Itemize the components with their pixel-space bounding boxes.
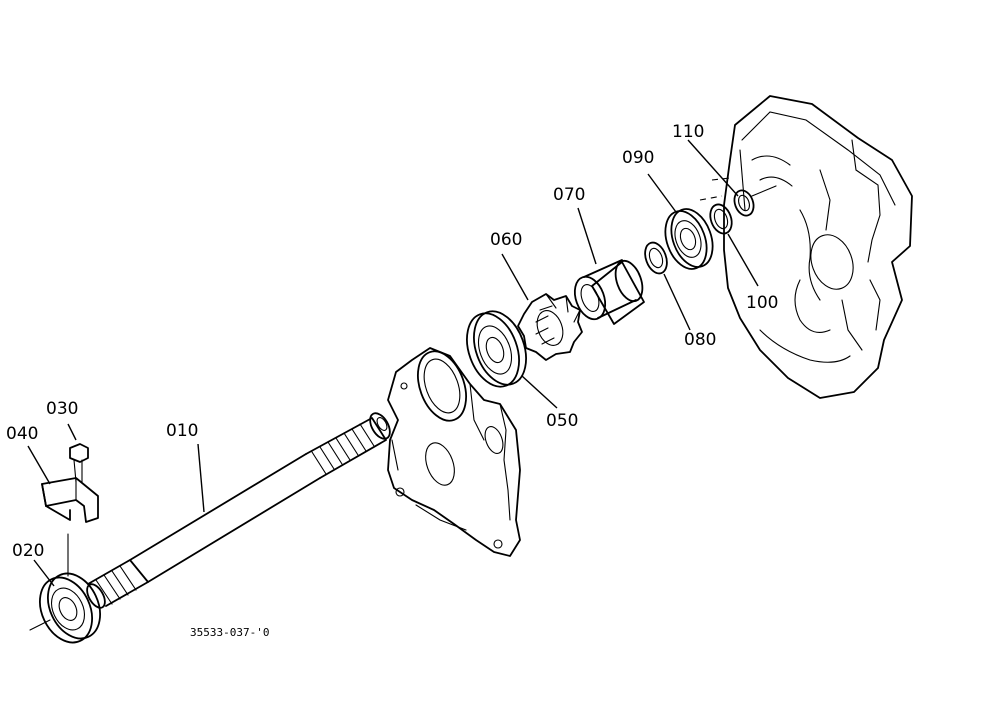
- label-110: 110: [672, 122, 704, 142]
- collar-070: [573, 259, 645, 325]
- ball-bearing-090: [664, 208, 714, 270]
- ball-bearing-020: [29, 572, 101, 644]
- label-010: 010: [166, 421, 198, 441]
- label-050: 050: [546, 411, 578, 431]
- bolt-030: [69, 443, 89, 483]
- label-060: 060: [490, 230, 522, 250]
- label-020: 020: [12, 541, 44, 561]
- label-090: 090: [622, 148, 654, 168]
- label-030: 030: [46, 399, 78, 419]
- rear-transmission-case: [699, 95, 913, 399]
- leader-lines: [27, 139, 759, 587]
- label-100: 100: [746, 293, 778, 313]
- label-070: 070: [553, 185, 585, 205]
- washer-080: [644, 241, 668, 275]
- washer-100: [709, 203, 733, 235]
- main-shaft-010: [86, 412, 391, 609]
- bearing-housing-plate: [387, 347, 521, 557]
- snap-ring-110: [733, 185, 777, 217]
- part-labels: 010 020 030 040 050 060 070 080 090 100 …: [6, 122, 778, 561]
- label-040: 040: [6, 424, 38, 444]
- ball-bearing-050: [466, 310, 527, 388]
- drawing-code: 35533-037-'0: [190, 626, 269, 639]
- pinion-gear-060: [517, 293, 583, 361]
- label-080: 080: [684, 330, 716, 350]
- bracket-040: [41, 477, 99, 577]
